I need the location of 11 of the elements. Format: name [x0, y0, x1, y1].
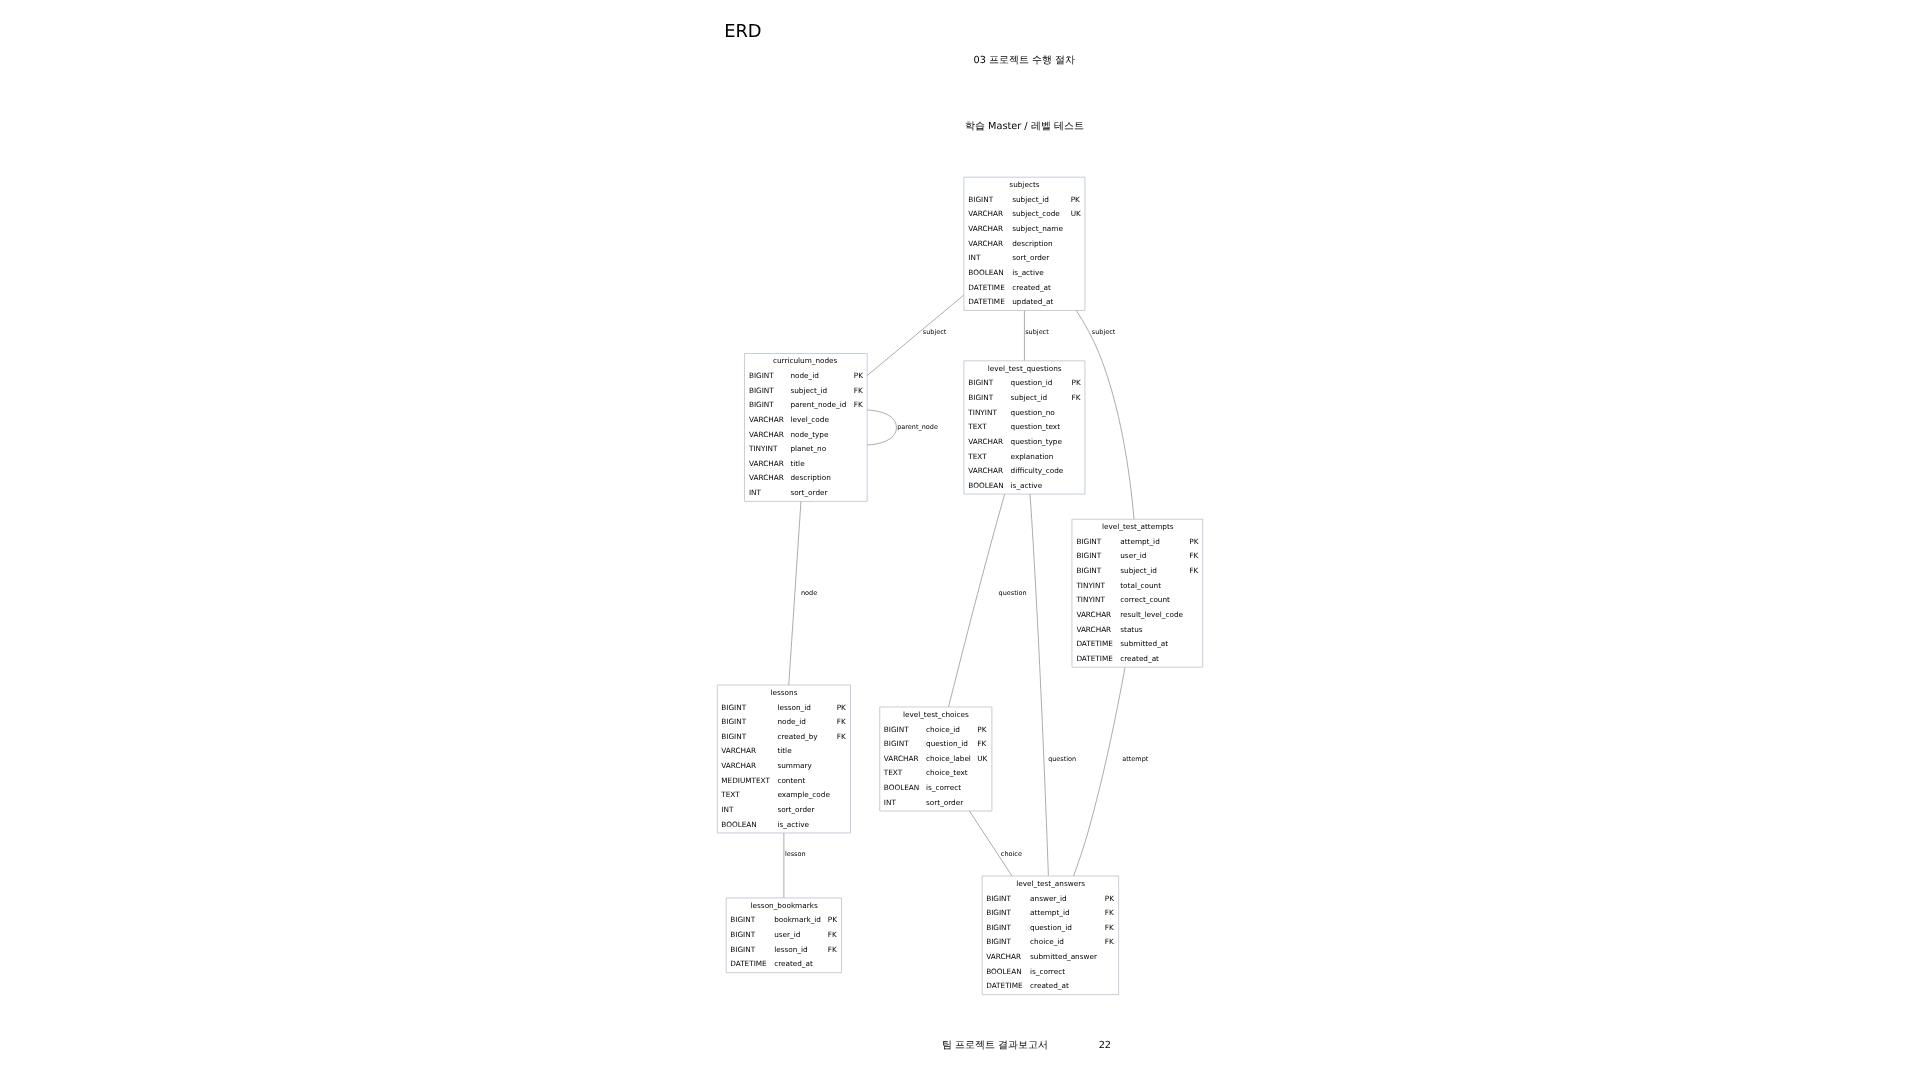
connector [866, 294, 965, 376]
connector [783, 832, 785, 899]
connector [969, 810, 1013, 877]
connector [1076, 310, 1135, 520]
connector [1024, 310, 1025, 361]
connector [788, 501, 802, 686]
connector [1029, 493, 1049, 877]
connector [1073, 666, 1126, 877]
connector [866, 409, 897, 446]
connector [948, 493, 1006, 708]
diagram-title: ERD [724, 23, 762, 44]
